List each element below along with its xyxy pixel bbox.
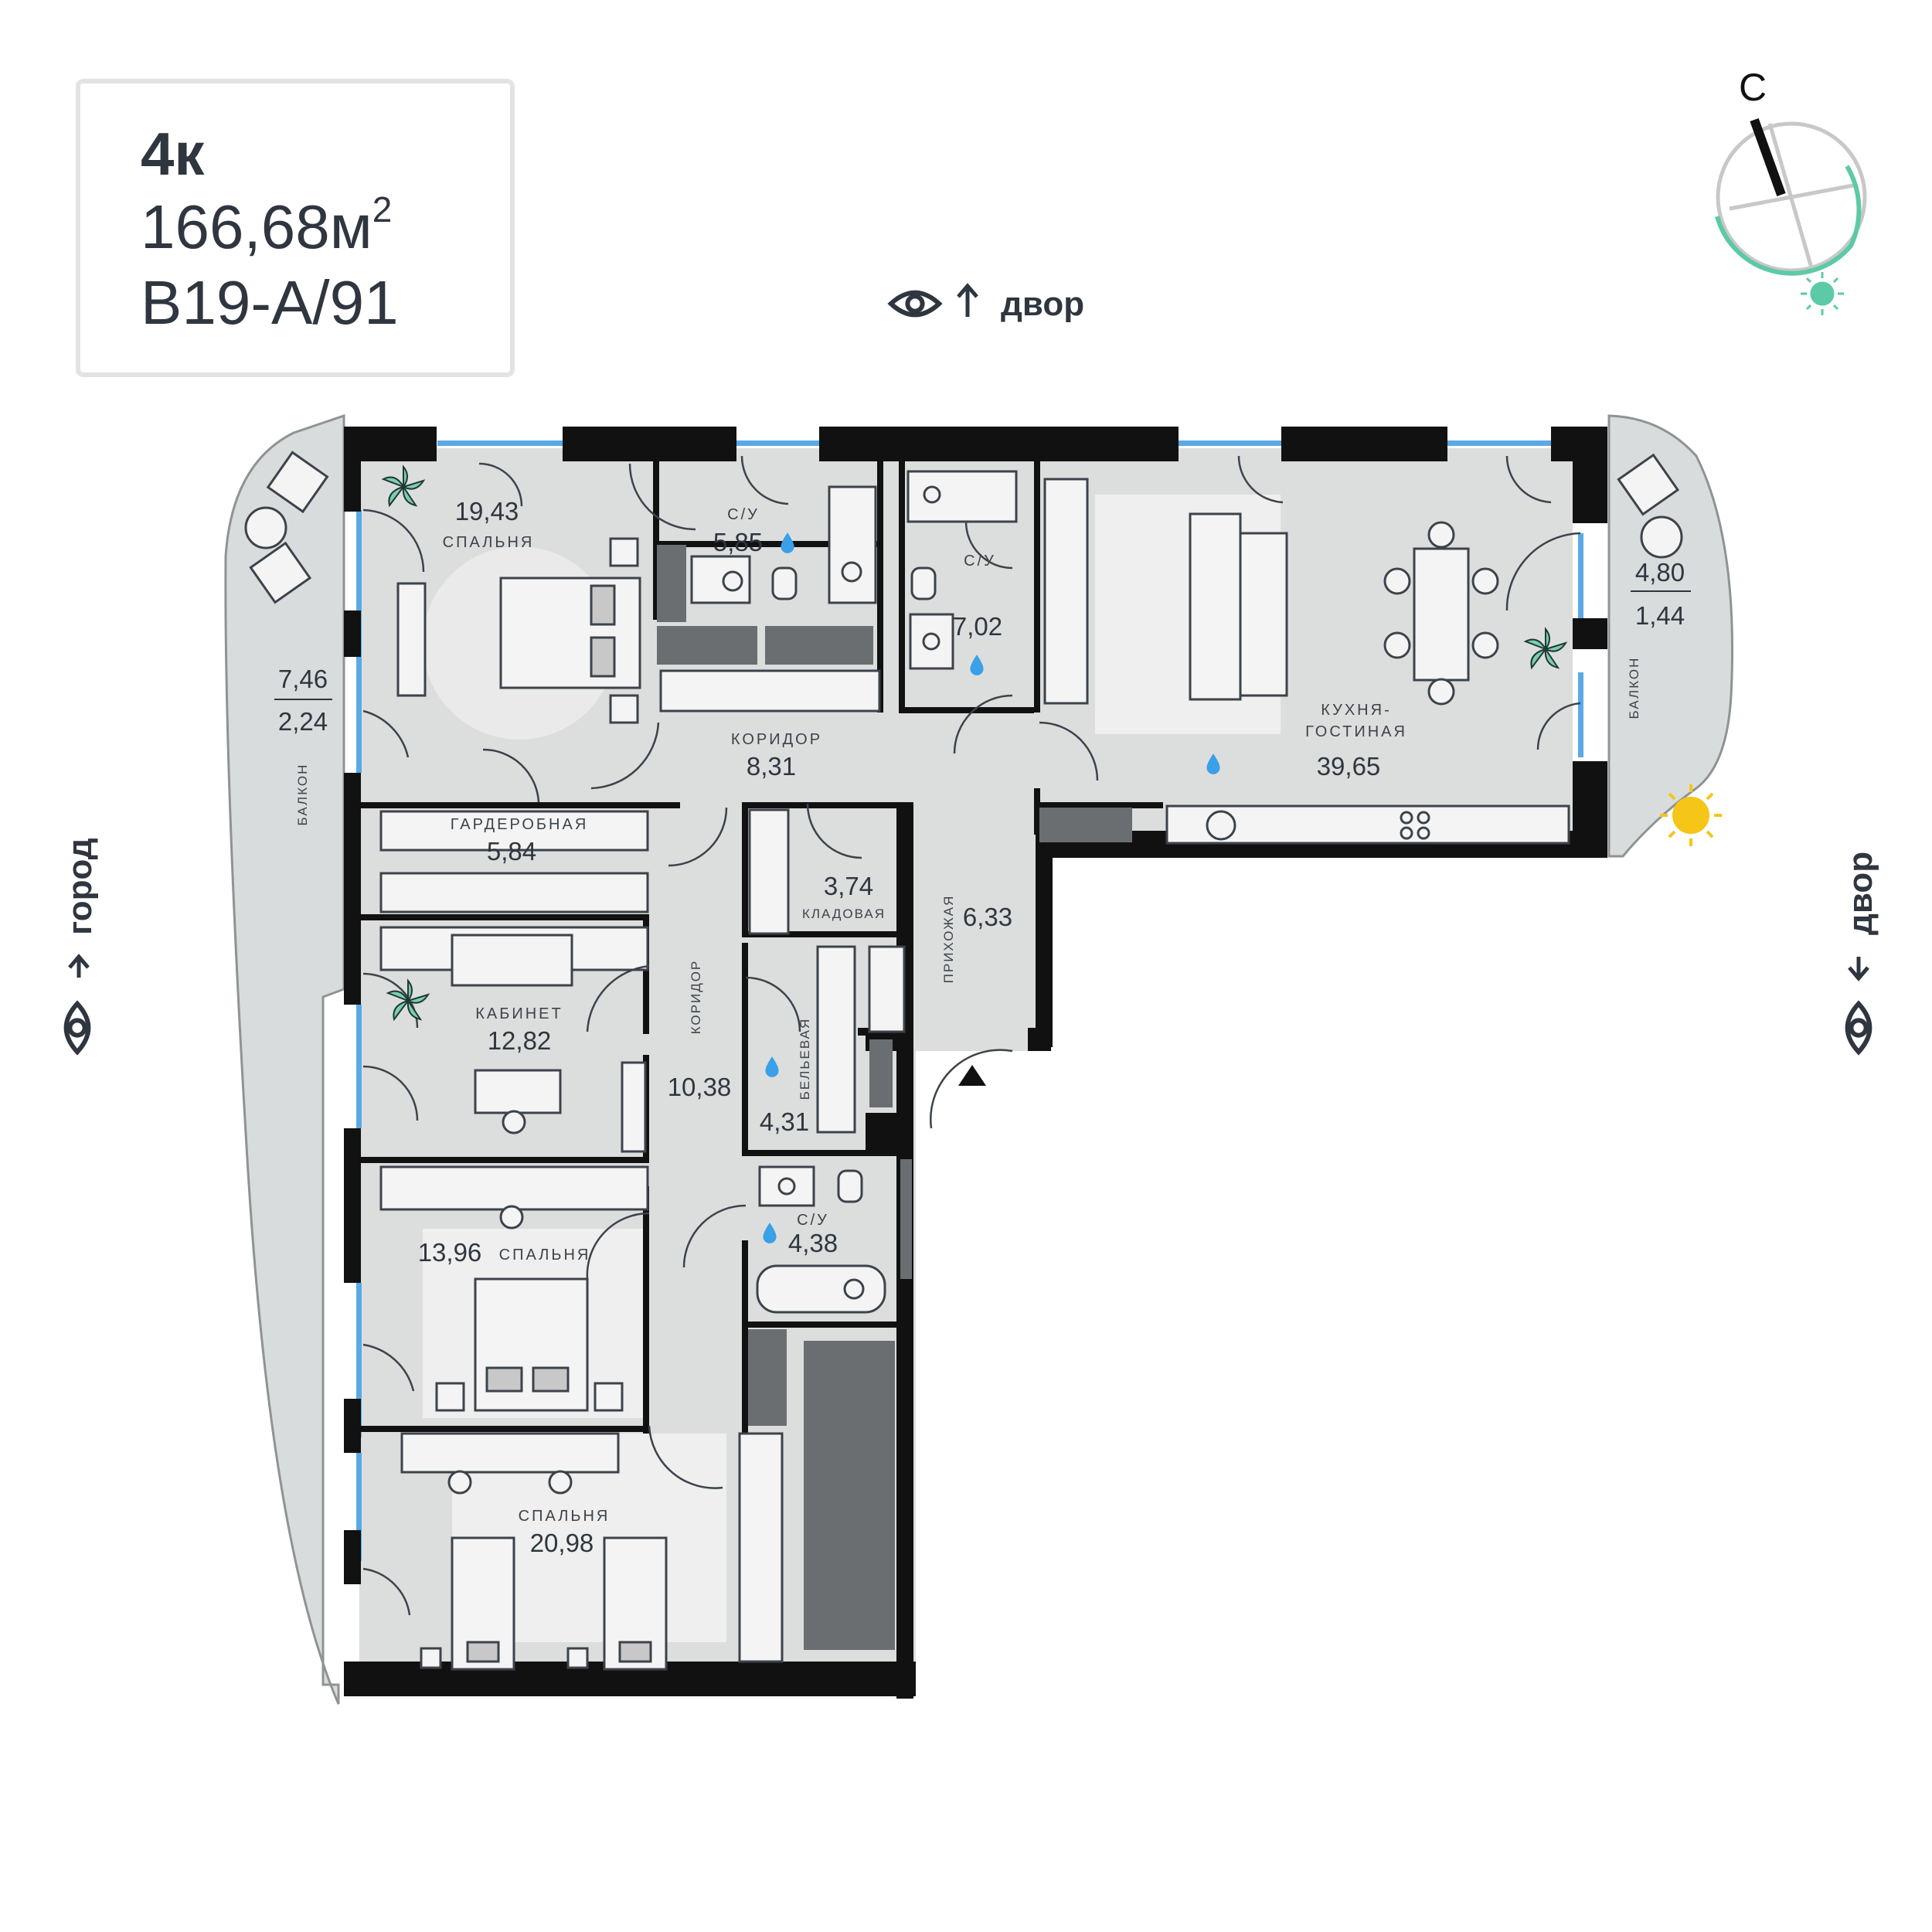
orientation-right: двор: [1842, 852, 1879, 1052]
corridor2-area: 10,38: [668, 1073, 732, 1101]
wc1-area: 5,85: [713, 528, 763, 556]
wc2-name: С/У: [964, 553, 996, 570]
bedroom3-name: СПАЛЬНЯ: [519, 1508, 611, 1525]
kitchen-area: 39,65: [1317, 752, 1381, 781]
balcony-left: [224, 413, 345, 1705]
compass: С: [1715, 66, 1867, 315]
wc3-area: 4,38: [788, 1229, 838, 1257]
balcony-right-area1: 4,80: [1635, 558, 1685, 587]
orientation-top: двор: [891, 283, 1084, 323]
hall-area: 6,33: [963, 903, 1012, 931]
bedroom2-area: 13,96: [418, 1238, 482, 1267]
corridor1-name: КОРИДОР: [731, 731, 822, 748]
bedroom3-area: 20,98: [530, 1529, 594, 1557]
arrow-down-icon: [1848, 957, 1869, 981]
sun-small-icon: [1801, 272, 1844, 315]
compass-north-letter: С: [1739, 66, 1767, 109]
study-area: 12,82: [488, 1026, 552, 1055]
shafts: [657, 545, 1132, 1650]
corridor1-area: 8,31: [747, 752, 796, 781]
eye-icon: [66, 1004, 89, 1052]
balcony-right-name: БАЛКОН: [1627, 657, 1641, 719]
laundry-area: 4,31: [760, 1107, 809, 1136]
arrow-up-icon: [68, 954, 90, 978]
balcony-left-area1: 7,46: [278, 665, 328, 693]
orientation-left-label: город: [61, 838, 99, 935]
laundry-name: БЕЛЬЕВАЯ: [798, 1018, 812, 1100]
furniture: [244, 451, 1683, 1671]
room-labels: 19,43 СПАЛЬНЯ С/У 5,85 С/У 7,02 КУХНЯ- Г…: [274, 497, 1691, 1557]
total-area-unit-sup: 2: [372, 189, 393, 230]
kitchen-name-1: КУХНЯ-: [1321, 702, 1391, 719]
wc3-name: С/У: [797, 1212, 829, 1229]
orientation-right-label: двор: [1842, 852, 1879, 935]
eye-icon: [1848, 1004, 1870, 1052]
entrance-marker: [958, 1065, 986, 1086]
arrow-up-icon: [957, 283, 978, 317]
room-count: 4к: [141, 120, 205, 188]
bedroom2-name: СПАЛЬНЯ: [499, 1247, 591, 1264]
orientation-left: город: [61, 838, 99, 1052]
door-swings: [362, 455, 1581, 1616]
bedroom1-area: 19,43: [455, 497, 519, 526]
study-name: КАБИНЕТ: [475, 1005, 563, 1022]
balcony-right: [1607, 414, 1734, 858]
wc1-name: С/У: [727, 506, 760, 523]
apartment-info-card: 4к 166,68м2 B19-A/91: [76, 79, 515, 377]
balcony-left-name: БАЛКОН: [295, 764, 310, 826]
apartment-code: B19-A/91: [141, 268, 399, 337]
storage-name: КЛАДОВАЯ: [802, 906, 886, 921]
sun-icon: [1660, 784, 1722, 846]
balcony-left-area2: 2,24: [278, 707, 328, 736]
orientation-top-label: двор: [1001, 285, 1084, 323]
total-area-value: 166,68м: [141, 192, 372, 261]
wardrobe-name: ГАРДЕРОБНАЯ: [451, 816, 589, 833]
bedroom1-name: СПАЛЬНЯ: [443, 534, 535, 551]
wc2-area: 7,02: [953, 612, 1002, 641]
balcony-right-area2: 1,44: [1635, 601, 1685, 630]
corridor2-name: КОРИДОР: [689, 960, 703, 1035]
total-area: 166,68м2: [141, 192, 392, 258]
wardrobe-area: 5,84: [487, 837, 536, 866]
storage-area: 3,74: [824, 872, 873, 900]
eye-icon: [891, 293, 939, 315]
kitchen-name-2: ГОСТИНАЯ: [1305, 723, 1407, 740]
hall-name: ПРИХОЖАЯ: [941, 895, 956, 984]
